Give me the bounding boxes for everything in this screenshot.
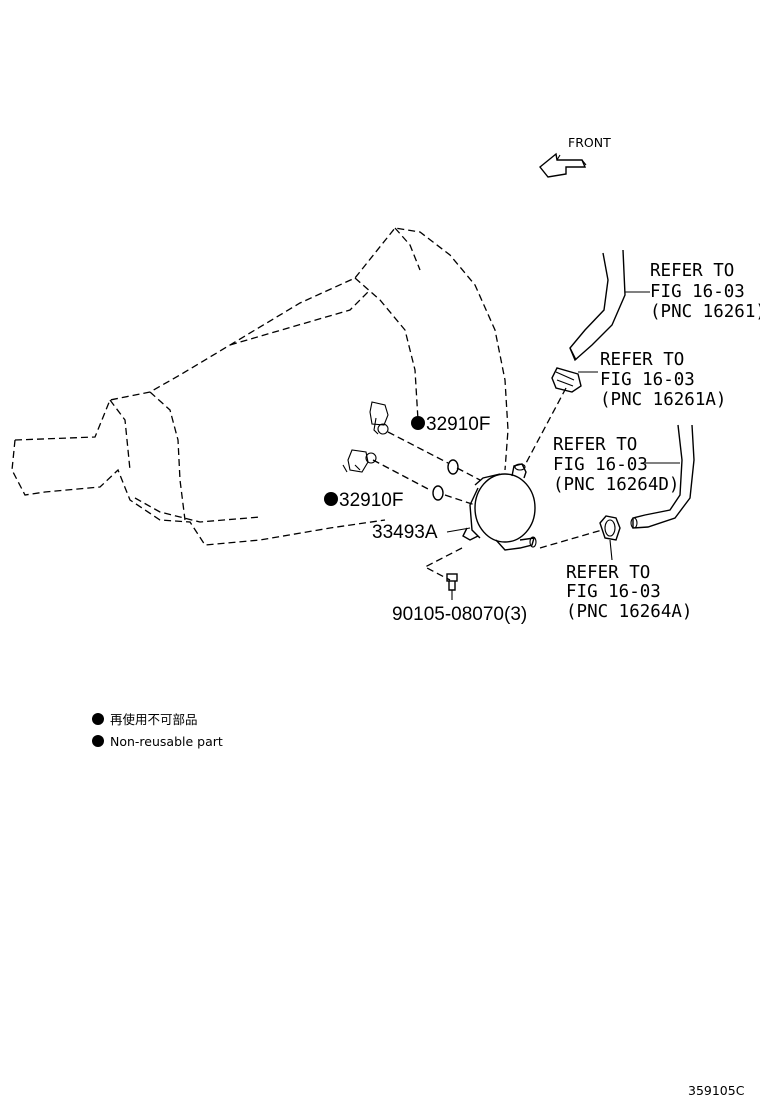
clamp-16264a [599, 515, 621, 541]
callout-r4-line2: FIG 16-03 [566, 582, 661, 602]
o-ring-upper [447, 459, 459, 475]
diagram-code: 359105C [688, 1083, 745, 1098]
callout-r1-line3: (PNC 16261) [650, 302, 760, 322]
callout-r3-line1: REFER TO [553, 435, 637, 455]
leader-r4 [609, 539, 613, 561]
clamp-16261a [551, 367, 582, 393]
legend-dot-icon [92, 735, 104, 747]
callout-r2-line1: REFER TO [600, 350, 684, 370]
front-label: FRONT [568, 135, 611, 150]
hose-16264d [630, 424, 695, 529]
callout-r4-line3: (PNC 16264A) [566, 602, 692, 622]
part-oring-upper: 32910F [426, 414, 490, 435]
non-reusable-dot-icon [411, 416, 425, 430]
non-reusable-dot-icon [324, 492, 338, 506]
callout-r4-line1: REFER TO [566, 563, 650, 583]
transmission-outline [11, 227, 509, 546]
callout-r2-line2: FIG 16-03 [600, 370, 695, 390]
mounting-bosses [342, 401, 389, 473]
part-oring-lower: 32910F [339, 490, 403, 511]
callout-r3-line2: FIG 16-03 [553, 455, 648, 475]
bolt-icon [446, 573, 458, 591]
hose-16261 [569, 249, 626, 362]
part-cooler: 33493A [372, 522, 438, 543]
part-bolt: 90105-08070(3) [392, 604, 527, 625]
legend-jp: 再使用不可部品 [110, 712, 198, 727]
oil-cooler [462, 463, 537, 551]
o-ring-lower [432, 485, 444, 501]
callout-r1-line2: FIG 16-03 [650, 282, 745, 302]
callout-r1-line1: REFER TO [650, 261, 734, 281]
callout-r2-line3: (PNC 16261A) [600, 390, 726, 410]
assembly-leaders [372, 387, 603, 581]
legend-en: Non-reusable part [110, 734, 223, 749]
callout-r3-line3: (PNC 16264D) [553, 475, 679, 495]
leader-cooler [446, 527, 471, 533]
legend-dot-icon [92, 713, 104, 725]
front-arrow-icon [539, 152, 587, 178]
